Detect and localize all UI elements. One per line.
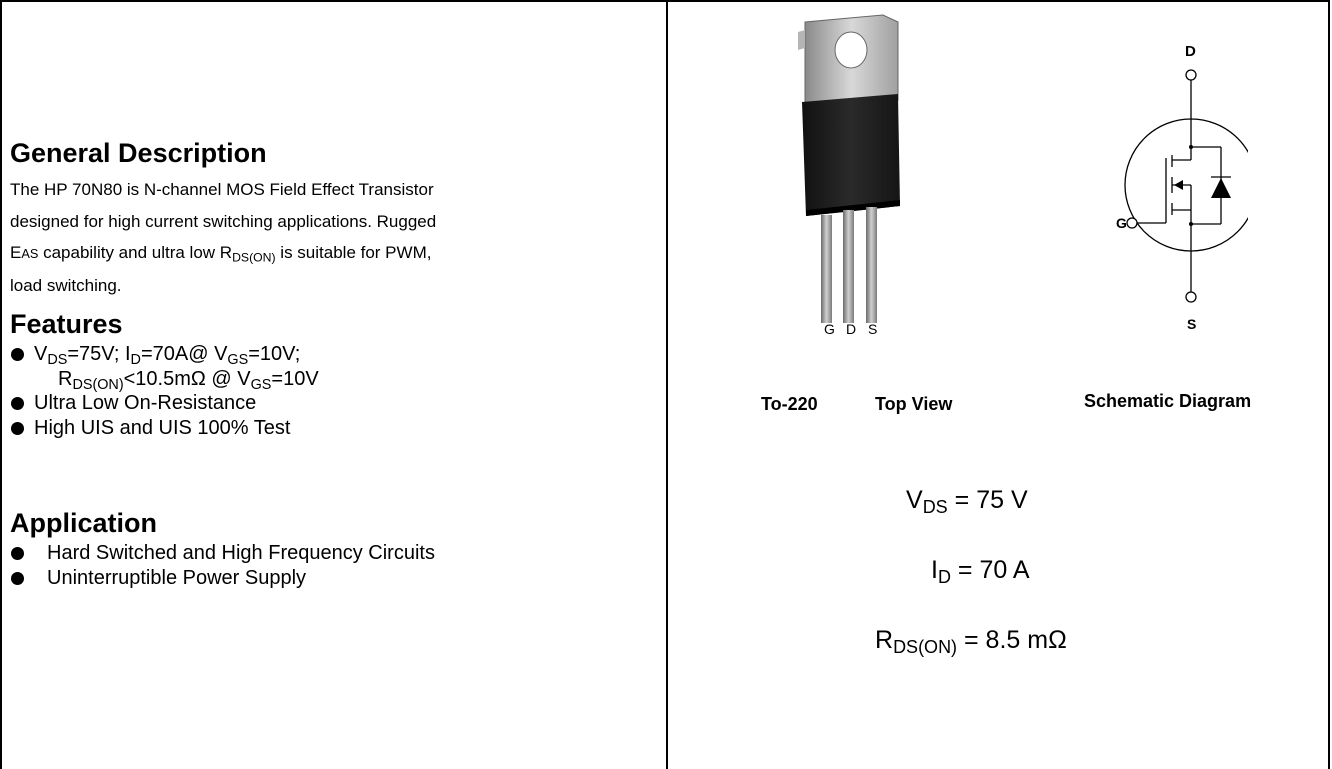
features-heading: Features: [10, 309, 123, 339]
column-divider: [666, 0, 668, 769]
schematic-label-d: D: [1185, 43, 1196, 60]
application-item: Hard Switched and High Frequency Circuit…: [10, 541, 435, 566]
application-heading: Application: [10, 508, 157, 538]
feature-item: Ultra Low On-Resistance: [10, 391, 319, 416]
schematic-label-s: S: [1187, 316, 1197, 332]
schematic-label-g: G: [1116, 215, 1127, 231]
feature-item-continued: RDS(ON)<10.5mΩ @ VGS=10V: [58, 367, 319, 393]
desc-line-4: load switching.: [10, 275, 122, 295]
desc-line-3: EAS capability and ultra low RDS(ON) is …: [10, 243, 432, 265]
features-list: VDS=75V; ID=70A@ VGS=10V; RDS(ON)<10.5mΩ…: [10, 342, 319, 440]
desc-line-1: The HP 70N80 is N-channel MOS Field Effe…: [10, 180, 434, 199]
desc-line-2: designed for high current switching appl…: [10, 211, 437, 231]
feature-item: VDS=75V; ID=70A@ VGS=10V;: [10, 342, 319, 367]
pin-label-g: G: [824, 321, 835, 337]
rating-id: ID = 70 A: [931, 556, 1030, 588]
pin-label-d: D: [846, 321, 857, 337]
pin-label-s: S: [868, 321, 878, 337]
rating-vds: VDS = 75 V: [906, 486, 1028, 518]
application-item: Uninterruptible Power Supply: [10, 566, 435, 591]
to220-package-image: [798, 14, 900, 323]
application-list: Hard Switched and High Frequency Circuit…: [10, 541, 435, 590]
rating-rdson: RDS(ON) = 8.5 mΩ: [875, 626, 1067, 658]
general-description-text: The HP 70N80 is N-channel MOS Field Effe…: [10, 174, 655, 301]
caption-top-view: Top View: [875, 394, 953, 414]
mosfet-schematic-diagram: [1124, 69, 1248, 303]
feature-item: High UIS and UIS 100% Test: [10, 416, 319, 441]
caption-package: To-220: [761, 394, 818, 414]
general-description-heading: General Description: [10, 138, 267, 168]
caption-schematic: Schematic Diagram: [1084, 391, 1252, 411]
